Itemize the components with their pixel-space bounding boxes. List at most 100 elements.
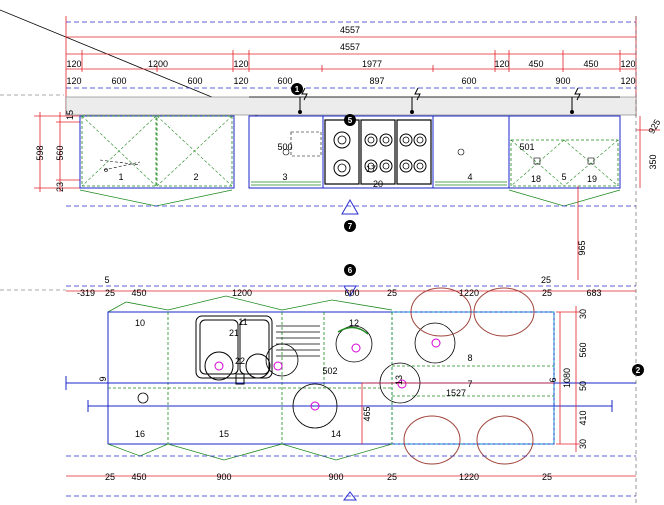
power-outlet-icon — [298, 87, 581, 114]
plan-inner-9: 9 — [98, 376, 108, 381]
right-dim-925: 925 — [646, 117, 662, 135]
dish-rack-icon — [276, 325, 320, 357]
plan-label-12: 12 — [349, 318, 359, 328]
plan-top-5: 5 — [104, 275, 109, 285]
plan-inner-465: 465 — [362, 406, 372, 421]
segment-ticks — [81, 50, 621, 72]
hdim-23: 23 — [55, 182, 65, 192]
plan-label-16: 16 — [135, 429, 145, 439]
cab-label-501: 501 — [519, 142, 534, 152]
plan-top-25b: 25 — [541, 275, 551, 285]
elevation-swing-lines — [79, 189, 621, 207]
seg2-h: 900 — [555, 76, 570, 86]
seg1-h: 120 — [620, 59, 635, 69]
marker-7 — [344, 220, 356, 232]
cab-label-19: 19 — [587, 174, 597, 184]
plan-label-11: 11 — [238, 317, 247, 327]
plan-bottom-450: 450 — [131, 472, 146, 482]
seg2-f: 897 — [369, 76, 384, 86]
seg2-i: 120 — [620, 76, 635, 86]
elevation-right-dims — [577, 116, 660, 280]
plan-bottom-1220: 1220 — [459, 472, 479, 482]
elevation-cabinets — [79, 115, 621, 189]
cab-label-3: 3 — [282, 172, 287, 182]
seg1-c: 120 — [233, 59, 248, 69]
plan-top-1220: 1220 — [459, 288, 479, 298]
plan-label-22: 22 — [235, 356, 245, 366]
plan-label-13: 13 — [394, 375, 404, 385]
seg2-c: 600 — [187, 76, 202, 86]
seg1-e: 120 — [494, 59, 509, 69]
elevation-wall — [65, 96, 637, 116]
marker-6 — [344, 264, 356, 276]
plan-label-7: 7 — [467, 379, 472, 389]
view-direction-icon — [341, 198, 359, 215]
cab-label-18: 18 — [531, 174, 541, 184]
plan-bottom-25c: 25 — [542, 472, 552, 482]
plan-right-1080: 1080 — [562, 368, 572, 388]
plan-top-450: 450 — [131, 288, 146, 298]
plan-bottom-25b: 25 — [387, 472, 397, 482]
seg2-e: 600 — [277, 76, 292, 86]
elevation-overall-dimensions — [65, 16, 637, 116]
seg2-a: 120 — [66, 76, 81, 86]
pot-circle-a — [265, 343, 299, 377]
plan-bottom-900b: 900 — [328, 472, 343, 482]
plan-bottom-25a: 25 — [105, 472, 115, 482]
marker-7-label: 7 — [348, 222, 353, 231]
plan-cabinet-grid — [108, 312, 554, 444]
plan-top-1200: 1200 — [232, 288, 252, 298]
plan-inner-6: 6 — [548, 377, 558, 382]
plan-label-10: 10 — [135, 318, 145, 328]
plan-top-swing-lines — [107, 295, 393, 313]
right-dim-350: 350 — [648, 154, 658, 169]
marker-5-label: 5 — [348, 116, 353, 125]
cab-label-1: 1 — [118, 172, 123, 182]
plan-right-410: 410 — [578, 410, 588, 425]
knob-circle — [137, 392, 149, 404]
cab-label-4: 4 — [467, 172, 472, 182]
hdim-15: 15 — [65, 110, 75, 120]
seg1-a: 120 — [66, 59, 81, 69]
plan-top-683: 683 — [586, 288, 601, 298]
hdim-598: 598 — [35, 145, 45, 160]
plan-top-600: 600 — [344, 288, 359, 298]
chair-icons — [403, 287, 535, 465]
plan-inner-dim-lines — [361, 306, 580, 452]
plan-right-50: 50 — [578, 381, 588, 391]
accent-rings — [214, 338, 441, 411]
plan-label-8: 8 — [467, 353, 472, 363]
marker-2 — [632, 364, 644, 376]
seg2-d: 120 — [233, 76, 248, 86]
cab-label-20: 20 — [373, 179, 383, 189]
marker-5 — [344, 114, 356, 126]
cab-label-5: 5 — [561, 172, 566, 182]
hdim-560: 560 — [55, 145, 65, 160]
plan-top-319: -319 — [77, 288, 95, 298]
seg2-b: 600 — [111, 76, 126, 86]
seg1-g: 450 — [583, 59, 598, 69]
plan-bottom-arrow-icon — [343, 491, 357, 501]
cab-label-2: 2 — [193, 172, 198, 182]
pot-circle-b — [335, 325, 373, 363]
plan-right-30a: 30 — [578, 309, 588, 319]
plan-bottom-900a: 900 — [216, 472, 231, 482]
pot-circle-c — [292, 383, 338, 429]
pot-circle-e — [414, 322, 456, 364]
plan-label-502: 502 — [322, 366, 337, 376]
marker-2-label: 2 — [636, 366, 641, 375]
plan-inner-zone — [391, 311, 555, 445]
overall-dim-1: 4557 — [340, 25, 360, 35]
plan-top-25d: 25 — [542, 288, 552, 298]
overall-dim-2: 4557 — [340, 42, 360, 52]
plan-top-25c: 25 — [387, 288, 397, 298]
plan-bottom-swing-lines — [107, 443, 393, 461]
sink-icon — [195, 315, 273, 385]
elevation-height-dimensions — [34, 112, 80, 192]
plan-top-25a: 25 — [105, 288, 115, 298]
seg2-g: 600 — [461, 76, 476, 86]
marker-1 — [291, 83, 303, 95]
marker-6-label: 6 — [348, 266, 353, 275]
plant-leaf-icon — [337, 326, 369, 335]
